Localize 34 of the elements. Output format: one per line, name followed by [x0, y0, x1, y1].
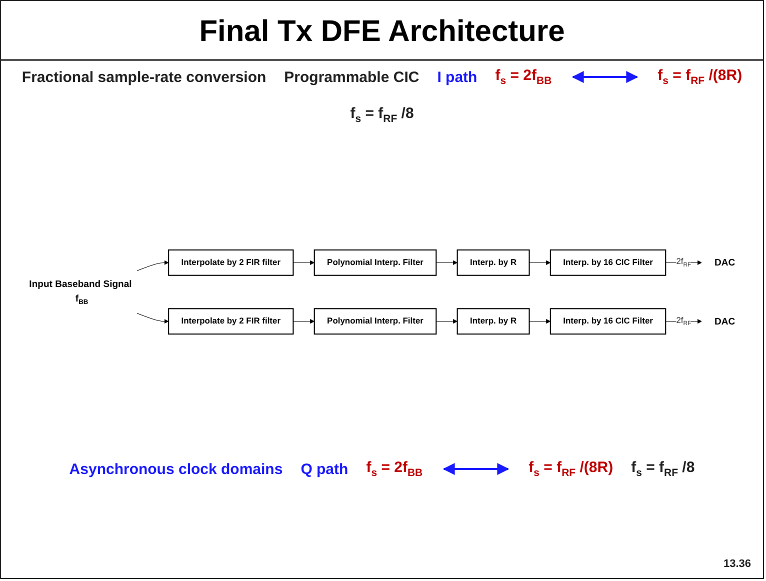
annotation: Asynchronous clock domains [69, 460, 283, 478]
arrow [136, 313, 169, 324]
sample-rate-label: f$_{s}$ = f$_{RF}$ /(8R) [658, 67, 742, 87]
path-label: I path [437, 68, 478, 86]
arrow [136, 260, 169, 271]
arrow [292, 260, 315, 265]
arrow [292, 319, 315, 324]
arrow [436, 319, 458, 324]
title: Final Tx DFE Architecture [1, 1, 763, 61]
arrow [529, 260, 551, 265]
node-box: Interpolate by 2 FIR filter [168, 249, 294, 276]
page-number: 13.36 [723, 558, 751, 570]
node-text: DAC [714, 257, 736, 268]
arrow [436, 260, 458, 265]
node-text: DAC [714, 316, 736, 326]
annotation: Fractional sample-rate conversion [22, 68, 266, 86]
annotation: Programmable CIC [284, 68, 420, 86]
sample-rate-label: f$_{s}$ = 2f$_{BB}$ [366, 459, 423, 479]
node-box: Interp. by R [456, 308, 530, 335]
edge-label: 2f$_{RF}$ [676, 257, 692, 268]
sample-rate-label: f$_{s}$ = f$_{RF}$ /8 [350, 105, 414, 125]
path-label: Q path [300, 460, 348, 478]
node-box: Interp. by R [456, 249, 530, 276]
node-box: Interp. by 16 CIC Filter [550, 308, 666, 335]
arrow [529, 319, 551, 324]
edge-label: 2f$_{RF}$ [676, 316, 692, 327]
node-box: Polynomial Interp. Filter [314, 249, 437, 276]
sample-rate-label: f$_{s}$ = f$_{RF}$ /(8R) [528, 459, 614, 479]
node-box: Interp. by 16 CIC Filter [550, 249, 666, 276]
node-text: Input Baseband Signal f$_{BB}$ [29, 278, 132, 306]
node-box: Interpolate by 2 FIR filter [168, 308, 294, 335]
sample-rate-label: f$_{s}$ = 2f$_{BB}$ [495, 67, 552, 87]
sample-rate-label: f$_{s}$ = f$_{RF}$ /8 [631, 459, 695, 479]
node-box: Polynomial Interp. Filter [314, 308, 437, 335]
